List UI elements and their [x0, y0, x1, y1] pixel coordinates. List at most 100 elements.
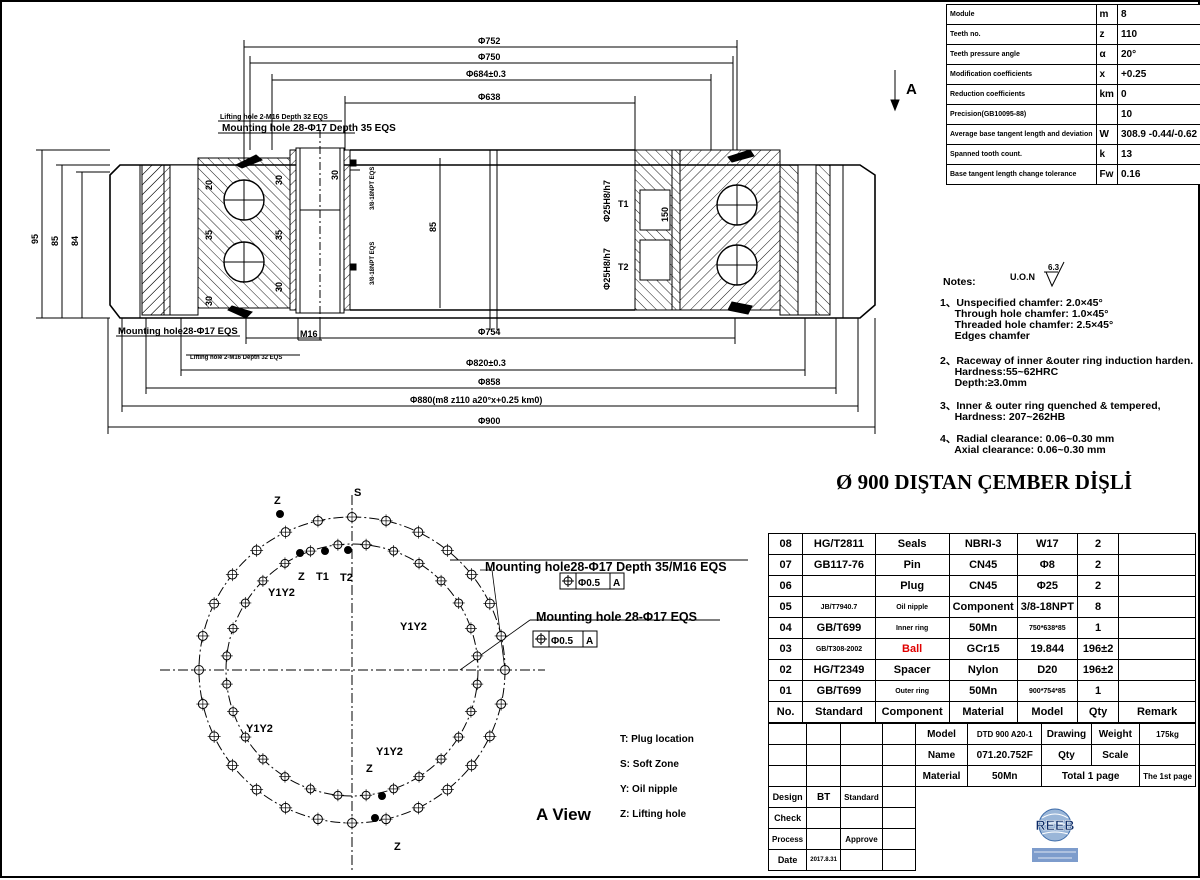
- view-label-y1: Y1Y2: [268, 587, 295, 599]
- bom-cell: CN45: [948, 575, 1018, 597]
- spec-cell: Teeth no.: [946, 24, 1097, 45]
- dim-v20a: 20: [204, 180, 214, 190]
- bom-cell: 1: [1076, 680, 1120, 702]
- label-mount-bot: Mounting hole28-Φ17 EQS: [118, 326, 238, 337]
- svg-text:6.3: 6.3: [1048, 263, 1060, 272]
- tb-material-value: 50Mn: [967, 765, 1043, 787]
- legend-y: Y: Oil nipple: [620, 784, 678, 795]
- bom-cell: NBRI-3: [948, 533, 1018, 555]
- spec-cell: Spanned tooth count.: [946, 144, 1097, 165]
- bom-cell: 03: [767, 638, 804, 660]
- bom-cell: 19.844: [1016, 638, 1078, 660]
- spec-cell: m: [1095, 4, 1118, 25]
- tb-name-label: Name: [914, 744, 969, 766]
- view-label-y3: Y1Y2: [246, 723, 273, 735]
- bom-cell: Oil nipple: [874, 596, 950, 618]
- label-m16: M16: [300, 329, 318, 339]
- bom-cell: JB/T7940.7: [802, 596, 876, 618]
- bom-cell: [1118, 554, 1196, 576]
- note-4: 4、Radial clearance: 0.06~0.30 mm Axial c…: [940, 433, 1115, 456]
- spec-cell: 308.9 -0.44/-0.62: [1116, 124, 1200, 145]
- spec-cell: Module: [946, 4, 1097, 25]
- tb-weight-label: Weight: [1090, 723, 1141, 745]
- a-view: Z S Z T1 T2 Y1Y2 Y1Y2 Y1Y2 Y1Y2 Z Z Moun…: [160, 487, 748, 870]
- spec-cell: α: [1095, 44, 1118, 65]
- tb-design-label: Design: [767, 786, 808, 808]
- bom-cell: Remark: [1118, 701, 1196, 723]
- spec-cell: Precision(GB10095-88): [946, 104, 1097, 125]
- view-label-s: S: [354, 487, 361, 499]
- dim-h85a: 85: [50, 236, 60, 246]
- bom-cell: GB/T308-2002: [802, 638, 876, 660]
- spec-cell: Base tangent length change tolerance: [946, 164, 1097, 185]
- tb-model-value: DTD 900 A20-1: [967, 723, 1043, 745]
- spec-row: Precision(GB10095-88)10: [946, 104, 1200, 125]
- bom-cell: 750*638*85: [1016, 617, 1078, 639]
- spec-cell: 8: [1116, 4, 1200, 25]
- title-block: Model DTD 900 A20-1 Drawing Weight 175kg…: [767, 723, 1196, 871]
- bom-cell: D20: [1016, 659, 1078, 681]
- tb-process-label: Process: [767, 828, 808, 850]
- bom-cell: Inner ring: [874, 617, 950, 639]
- bom-cell: HG/T2349: [802, 659, 876, 681]
- dim-752: Φ752: [478, 36, 500, 46]
- dim-754: Φ754: [478, 327, 500, 337]
- bom-cell: 50Mn: [948, 680, 1018, 702]
- dim-v30c: 30: [274, 282, 284, 292]
- bom-cell: [1118, 617, 1196, 639]
- spec-cell: z: [1095, 24, 1118, 45]
- bom-cell: [1118, 596, 1196, 618]
- bom-cell: Spacer: [874, 659, 950, 681]
- bom-cell: Component: [948, 596, 1018, 618]
- bom-cell: [1118, 680, 1196, 702]
- dim-820: Φ820±0.3: [466, 358, 506, 368]
- bom-cell: 06: [767, 575, 804, 597]
- bom-cell: Standard: [802, 701, 876, 723]
- dim-v35b: 35: [274, 230, 284, 240]
- tb-check-label: Check: [767, 807, 808, 829]
- tb-first: The 1st page: [1139, 765, 1196, 787]
- gear-outline: [109, 164, 876, 319]
- view-label-z1: Z: [274, 495, 281, 507]
- legend-z: Z: Lifting hole: [620, 809, 687, 820]
- bom-cell: [1118, 575, 1196, 597]
- bom-cell: 04: [767, 617, 804, 639]
- tb-qty-label: Qty: [1041, 744, 1092, 766]
- view-label-z2: Z: [298, 571, 305, 583]
- bom-cell: GB/T699: [802, 680, 876, 702]
- view-label-t2: T2: [340, 572, 353, 584]
- view-label-y4: Y1Y2: [376, 746, 403, 758]
- bom-cell: Pin: [874, 554, 950, 576]
- note-2: 2、Raceway of inner &outer ring induction…: [940, 355, 1194, 389]
- dim-h95: 95: [30, 234, 40, 244]
- dim-v35a: 35: [204, 230, 214, 240]
- spec-cell: +0.25: [1116, 64, 1200, 85]
- label-lift-top: Lifting hole 2-M16 Depth 32 EQS: [220, 114, 328, 121]
- spec-row: Average base tangent length and deviatio…: [946, 124, 1200, 145]
- bom-cell: 196±2: [1076, 638, 1120, 660]
- tb-standard-label: Standard: [840, 786, 883, 808]
- bom-cell: 2: [1076, 575, 1120, 597]
- tb-drawing-label: Drawing: [1041, 723, 1092, 745]
- bom-cell: 8: [1076, 596, 1120, 618]
- label-t2: T2: [618, 262, 629, 272]
- bom-cell: 3/8-18NPT: [1016, 596, 1078, 618]
- svg-text:REEB: REEB: [1036, 817, 1075, 833]
- label-t1: T1: [618, 199, 629, 209]
- bom-cell: Material: [948, 701, 1018, 723]
- view-mount-a: Mounting hole28-Φ17 Depth 35/M16 EQS: [485, 560, 727, 574]
- tb-total: Total 1 page: [1041, 765, 1141, 787]
- svg-text:U.O.N: U.O.N: [1010, 272, 1035, 282]
